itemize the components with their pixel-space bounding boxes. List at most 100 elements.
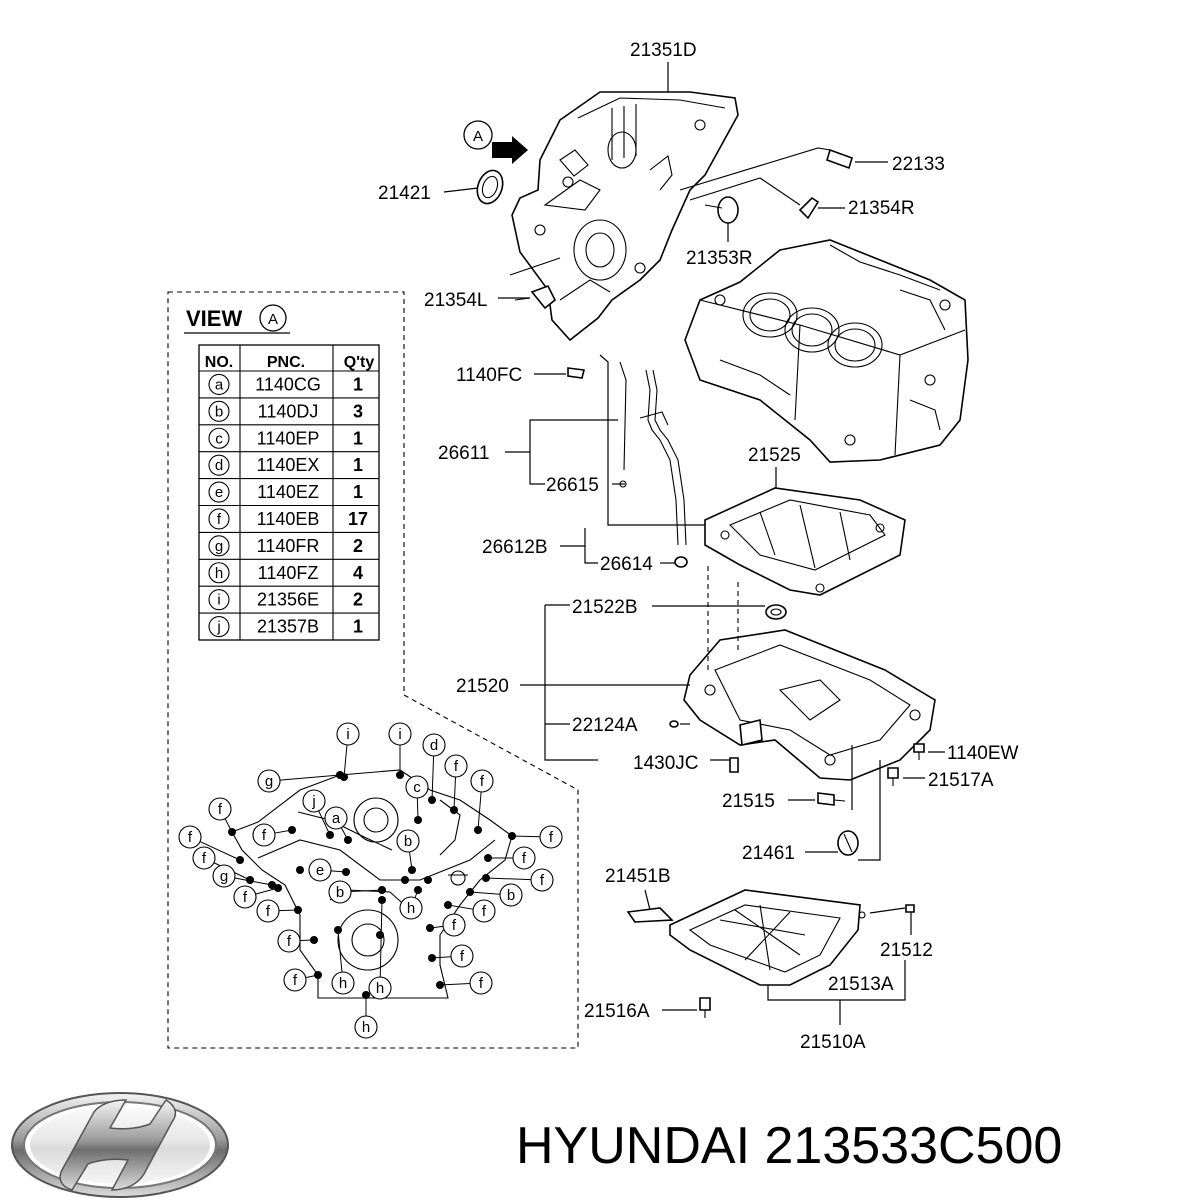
label-21354L: 21354L — [424, 290, 487, 311]
table-no-circle — [208, 427, 230, 449]
table-cell-qty: 1 — [353, 482, 363, 502]
table-cell-pnc: 21356E — [257, 590, 319, 610]
callout-letter: g — [265, 773, 273, 790]
table-cell-qty: 2 — [353, 536, 363, 556]
bolt-21515 — [817, 792, 846, 806]
callout-h3: h — [368, 899, 392, 1000]
table-cell-pnc: 1140CG — [255, 374, 321, 394]
label-21513A: 21513A — [828, 974, 894, 995]
callout-letter: b — [336, 884, 344, 901]
callout-f4: f — [252, 823, 293, 847]
table-cell-no: b — [215, 403, 223, 420]
callout-letter: f — [266, 903, 271, 920]
label-26614: 26614 — [600, 554, 653, 575]
label-21512: 21512 — [880, 940, 933, 961]
bolt-21517A — [887, 767, 899, 786]
arrow-marker-letter: A — [473, 128, 483, 145]
table-cell-no: i — [217, 592, 220, 609]
label-21520: 21520 — [456, 676, 509, 697]
callout-a: a — [324, 806, 349, 841]
callout-f17: f — [511, 825, 563, 849]
label-22133: 22133 — [892, 154, 945, 175]
label-1140EW: 1140EW — [947, 743, 1019, 764]
callout-letter: i — [346, 726, 349, 743]
callout-f7: f — [233, 885, 279, 909]
table-cell-qty: 1 — [353, 428, 363, 448]
callout-letter: f — [480, 773, 485, 790]
callout-letter: e — [316, 862, 324, 879]
table-cell-no: c — [215, 430, 223, 447]
label-21517A: 21517A — [928, 770, 994, 791]
table-no-circle — [208, 481, 230, 503]
table-cell-no: h — [215, 565, 223, 582]
label-21354R: 21354R — [848, 198, 915, 219]
table-cell-no: g — [215, 538, 223, 555]
callout-letter: f — [479, 975, 484, 992]
callout-letter: f — [540, 872, 545, 889]
callout-letter: f — [188, 829, 193, 846]
view-marker: A — [268, 311, 278, 328]
callout-f9: f — [277, 929, 315, 953]
callout-f13: f — [429, 913, 466, 937]
table-cell-pnc: 21357B — [257, 617, 319, 637]
view-title: VIEW — [186, 306, 242, 331]
bolt-dot — [424, 876, 432, 884]
callout-letter: b — [404, 833, 412, 850]
bolt-dot — [376, 931, 384, 939]
callout-h2: h — [331, 929, 355, 995]
callout-f5: f — [178, 825, 241, 861]
label-21351D: 21351D — [630, 40, 697, 61]
callout-letter: h — [376, 980, 384, 997]
label-21421: 21421 — [378, 183, 431, 204]
table-cell-pnc: 1140FZ — [258, 563, 319, 583]
callout-j: j — [302, 789, 331, 836]
callout-letter: j — [311, 793, 315, 810]
label-21353R: 21353R — [686, 248, 753, 269]
table-cell-qty: 1 — [353, 374, 363, 394]
callout-letter: f — [549, 829, 554, 846]
label-1430JC: 1430JC — [633, 753, 699, 774]
cylinder-block-drawing — [684, 239, 969, 463]
callout-letter: h — [362, 1019, 370, 1036]
callout-letter: d — [430, 737, 438, 754]
table-cell-qty: 17 — [348, 509, 368, 529]
table-cell-qty: 1 — [353, 455, 363, 475]
lower-pan-drawing — [683, 604, 936, 781]
table-cell-qty: 2 — [353, 590, 363, 610]
callout-b3: b — [469, 883, 523, 907]
table-no-circle — [208, 562, 230, 584]
table-no-circle — [208, 615, 230, 638]
callout-letter: f — [218, 801, 223, 818]
label-26615: 26615 — [546, 475, 599, 496]
table-cell-pnc: 1140EP — [257, 428, 320, 448]
hyundai-logo — [11, 1092, 229, 1198]
callout-f8: f — [256, 899, 299, 923]
seal-21421 — [476, 169, 504, 205]
plug-21461 — [837, 830, 859, 856]
label-21516A: 21516A — [584, 1001, 650, 1022]
callout-g1: g — [257, 769, 341, 793]
callout-letter: f — [287, 933, 292, 950]
table-no-circle — [208, 454, 230, 476]
callout-letter: h — [407, 900, 415, 917]
table-cell-no: a — [215, 376, 224, 393]
callout-f11: f — [439, 971, 493, 995]
callout-i2: i — [388, 722, 412, 775]
table-no-circle — [208, 400, 230, 422]
table-cell-pnc: 1140EX — [257, 455, 320, 475]
callout-h4: h — [354, 995, 378, 1039]
table-cell-no: d — [215, 457, 223, 474]
ladder-frame-drawing — [704, 487, 906, 596]
callout-letter: f — [243, 889, 248, 906]
table-no-circle — [208, 373, 230, 396]
label-21525: 21525 — [748, 445, 801, 466]
callout-letter: g — [220, 868, 228, 885]
view-a-title: VIEW A — [184, 304, 290, 334]
bolt-1140EW — [913, 743, 925, 760]
table-cell-pnc: 1140DJ — [258, 401, 319, 421]
label-21510A: 21510A — [800, 1032, 866, 1053]
table-cell-no: j — [216, 619, 220, 636]
table-cell-qty: 4 — [353, 563, 363, 583]
oring-21353R — [717, 196, 739, 224]
